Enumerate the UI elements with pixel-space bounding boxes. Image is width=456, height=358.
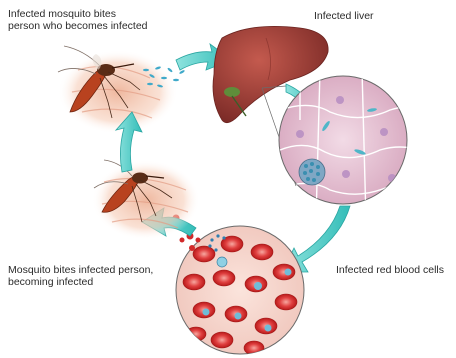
- skin-patch-top: [58, 50, 178, 134]
- label-mosquito-becoming-infected: Mosquito bites infected person, becoming…: [8, 264, 153, 288]
- label-infected-red-blood-cells: Infected red blood cells: [336, 264, 444, 276]
- label-infected-mosquito-bites: Infected mosquito bites person who becom…: [8, 8, 148, 32]
- label-infected-liver: Infected liver: [314, 10, 374, 22]
- label-line-1: Infected mosquito bites: [8, 8, 148, 20]
- liver-cells-magnified: [279, 70, 420, 220]
- red-blood-cells-magnified: [176, 226, 304, 355]
- label-line-1: Mosquito bites infected person,: [8, 264, 153, 276]
- label-line-2: person who becomes infected: [8, 20, 148, 32]
- schizont-liver: [299, 159, 325, 185]
- skin-patch-bottom: [92, 160, 200, 240]
- label-line-2: becoming infected: [8, 276, 153, 288]
